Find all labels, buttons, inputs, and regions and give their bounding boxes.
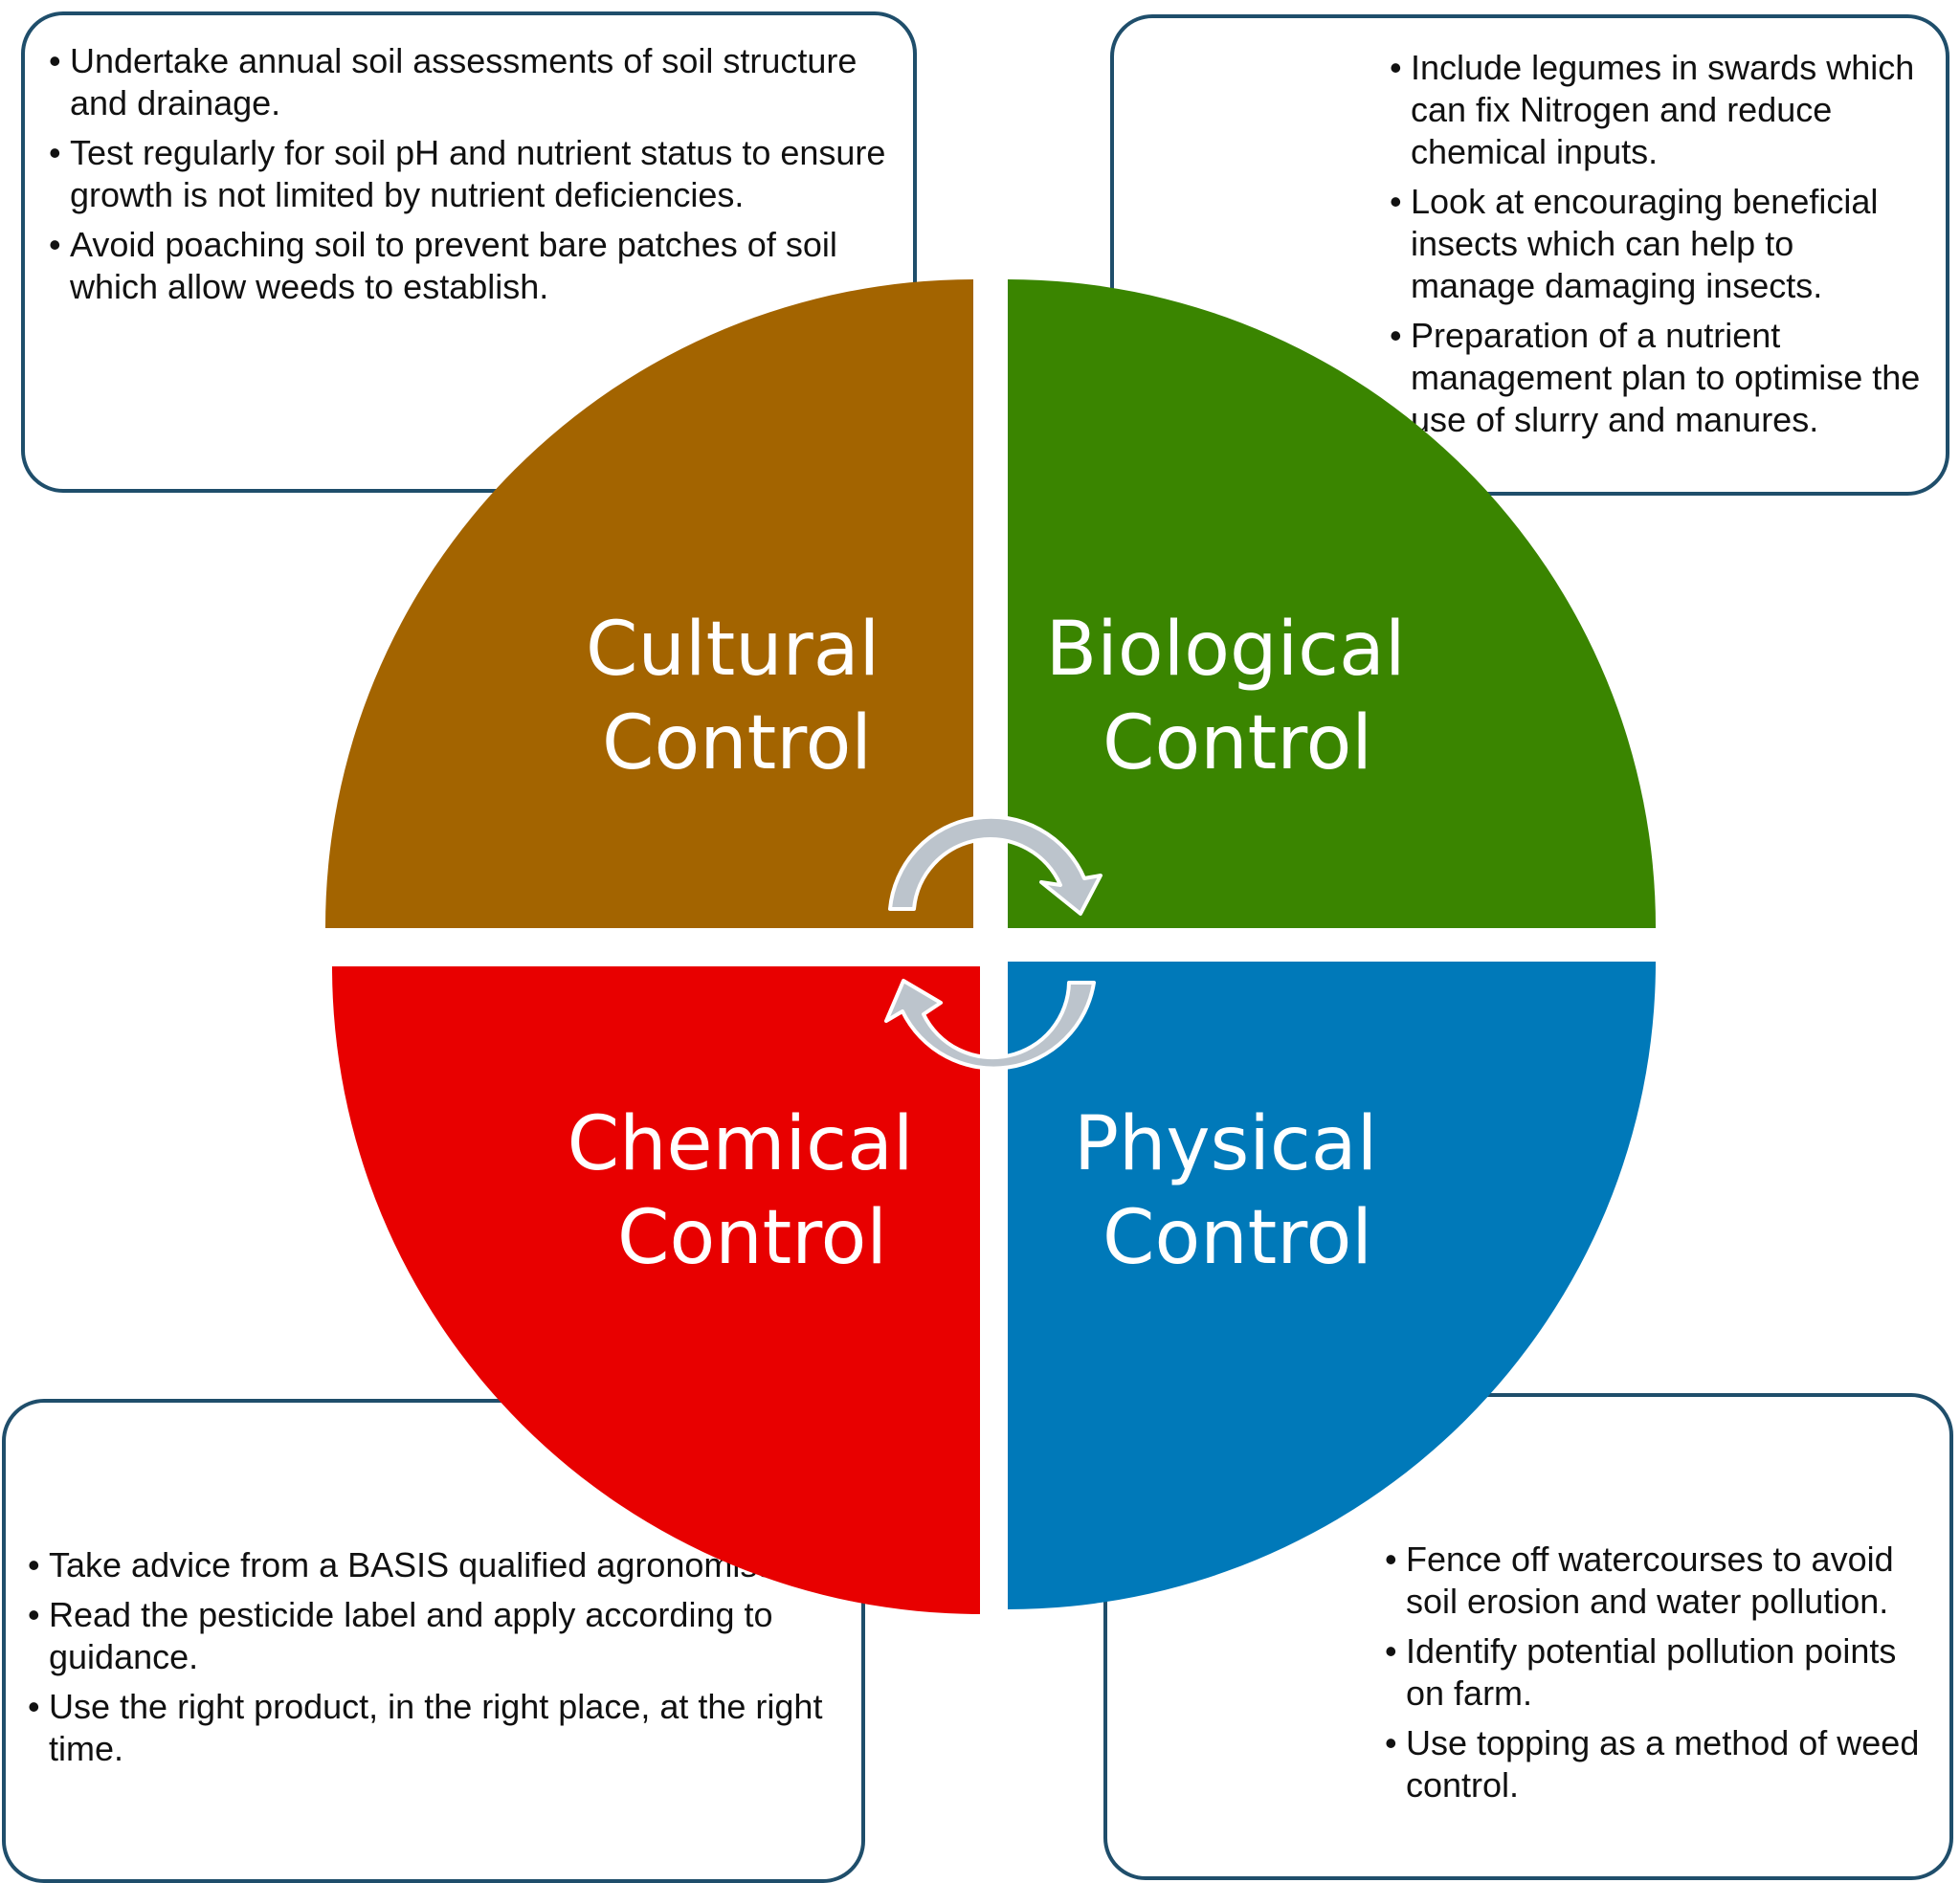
cultural-bullet-3: Avoid poaching soil to prevent bare patc…	[49, 224, 894, 308]
physical-label-line2: Control	[1102, 1195, 1372, 1281]
chemical-bullet-2: Read the pesticide label and apply accor…	[28, 1594, 842, 1678]
biological-control-notes: Include legumes in swards which can fix …	[1110, 14, 1949, 496]
biological-bullet-2: Look at encouraging beneficial insects w…	[1390, 181, 1927, 307]
physical-bullet-1: Fence off watercourses to avoid soil ero…	[1385, 1539, 1940, 1623]
biological-label: Biological Control	[1046, 607, 1430, 786]
cultural-quadrant	[324, 279, 973, 928]
chemical-label-line1: Chemical	[568, 1101, 914, 1187]
chemical-bullet-3: Use the right product, in the right plac…	[28, 1686, 842, 1770]
chemical-control-notes: Take advice from a BASIS qualified agron…	[2, 1399, 865, 1883]
cycle-arrow-top-icon	[888, 814, 1102, 916]
biological-quadrant	[1008, 279, 1657, 928]
chemical-bullet-1: Take advice from a BASIS qualified agron…	[28, 1544, 842, 1586]
physical-bullet-3: Use topping as a method of weed control.	[1385, 1722, 1940, 1806]
cultural-bullet-2: Test regularly for soil pH and nutrient …	[49, 132, 894, 216]
cultural-bullet-1: Undertake annual soil assessments of soi…	[49, 40, 894, 124]
biological-label-line2: Control	[1102, 700, 1372, 786]
cultural-label: Cultural Control	[586, 607, 903, 786]
physical-bullet-2: Identify potential pollution points on f…	[1385, 1630, 1940, 1715]
biological-bullet-1: Include legumes in swards which can fix …	[1390, 47, 1927, 173]
chemical-label: Chemical Control	[568, 1101, 938, 1281]
biological-label-line1: Biological	[1046, 607, 1406, 693]
chemical-label-line2: Control	[617, 1195, 887, 1281]
biological-bullet-3: Preparation of a nutrient management pla…	[1390, 315, 1927, 441]
physical-quadrant	[1008, 962, 1656, 1609]
cultural-label-line1: Cultural	[586, 607, 880, 693]
cycle-arrow-bottom-icon	[884, 979, 1096, 1071]
cultural-label-line2: Control	[602, 700, 872, 786]
physical-label-line1: Physical	[1074, 1101, 1377, 1187]
cultural-control-notes: Undertake annual soil assessments of soi…	[21, 11, 917, 493]
chemical-quadrant	[332, 966, 980, 1614]
physical-label: Physical Control	[1074, 1101, 1401, 1281]
